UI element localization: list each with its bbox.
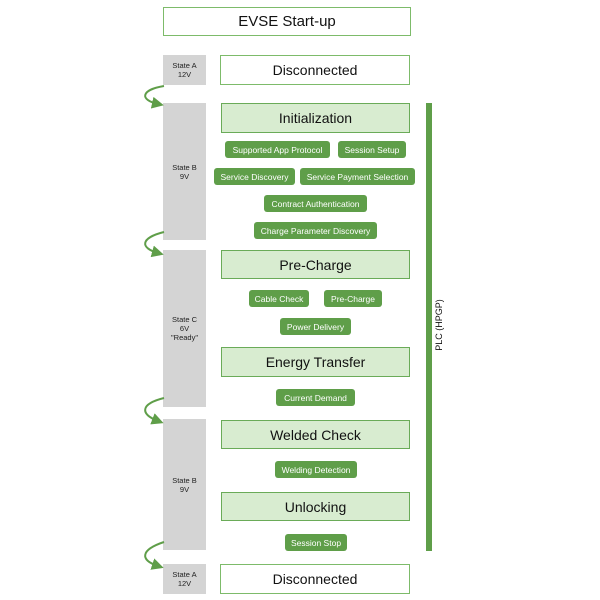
disconnected-top: Disconnected <box>220 55 410 85</box>
state-a-bottom-voltage: 12V <box>177 579 192 588</box>
state-b-first-voltage: 9V <box>179 171 190 181</box>
state-a-bottom: State A 12V <box>163 564 206 594</box>
state-b-first-label: State B <box>172 162 197 172</box>
msg-cable-check: Cable Check <box>249 290 309 307</box>
transition-arrow-b-to-c <box>144 231 165 258</box>
msg-charge-parameter-discovery: Charge Parameter Discovery <box>254 222 377 239</box>
msg-precharge: Pre-Charge <box>324 290 382 307</box>
disconnected-bottom: Disconnected <box>220 564 410 594</box>
msg-session-setup: Session Setup <box>338 141 406 158</box>
state-c-voltage: 6V <box>179 324 190 333</box>
msg-contract-authentication: Contract Authentication <box>264 195 367 212</box>
phase-precharge: Pre-Charge <box>221 250 410 279</box>
state-b-second-voltage: 9V <box>179 484 190 494</box>
transition-arrow-a-to-b <box>144 85 165 109</box>
phase-unlocking: Unlocking <box>221 492 410 521</box>
msg-supported-app-protocol: Supported App Protocol <box>225 141 330 158</box>
state-c: State C 6V "Ready" <box>163 250 206 407</box>
plc-label: PLC (HPGP) <box>434 299 444 351</box>
transition-arrow-c-to-b <box>144 397 165 425</box>
state-a-bottom-label: State A <box>172 570 197 579</box>
state-b-second-label: State B <box>172 475 197 485</box>
msg-current-demand: Current Demand <box>276 389 355 406</box>
phase-initialization: Initialization <box>221 103 410 133</box>
state-b-second: State B 9V <box>163 419 206 550</box>
state-a-top-voltage: 12V <box>177 70 192 79</box>
state-c-label: State C <box>171 315 197 324</box>
msg-service-payment-selection: Service Payment Selection <box>300 168 415 185</box>
state-a-top: State A 12V <box>163 55 206 85</box>
phase-welded-check: Welded Check <box>221 420 410 449</box>
state-a-top-label: State A <box>172 61 197 70</box>
msg-welding-detection: Welding Detection <box>275 461 357 478</box>
transition-arrow-b-to-a <box>144 541 165 570</box>
state-c-ready: "Ready" <box>170 333 198 342</box>
msg-power-delivery: Power Delivery <box>280 318 351 335</box>
plc-bar <box>426 103 432 551</box>
phase-energy-transfer: Energy Transfer <box>221 347 410 377</box>
state-b-first: State B 9V <box>163 103 206 240</box>
msg-service-discovery: Service Discovery <box>214 168 295 185</box>
msg-session-stop: Session Stop <box>285 534 347 551</box>
diagram-title: EVSE Start-up <box>163 7 411 36</box>
